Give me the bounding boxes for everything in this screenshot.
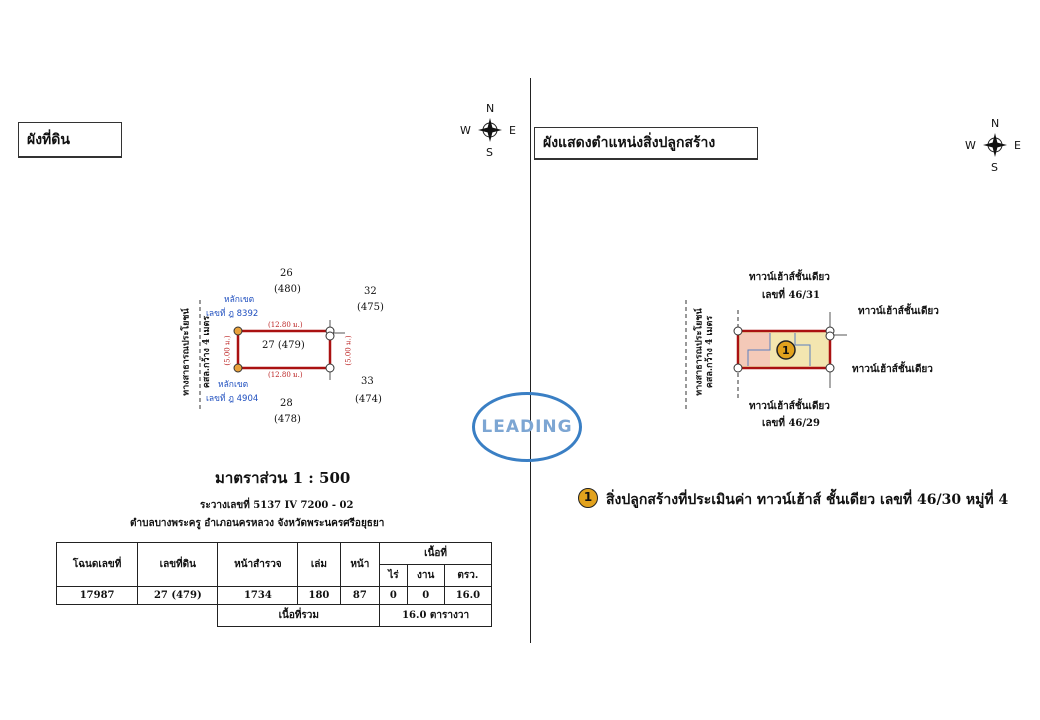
company-logo: LEADING <box>472 392 582 462</box>
compass-n: N <box>991 117 1000 130</box>
building-number: 1 <box>782 344 790 357</box>
cell: 1734 <box>217 586 299 605</box>
road-label: ทางสาธารณประโยชน์ <box>181 308 192 396</box>
sheet-number: ระวางเลขที่ 5137 IV 7200 - 02 <box>200 500 354 511</box>
neighbor-south: ทาวน์เฮ้าส์ชั้นเดียว <box>749 401 830 412</box>
neighbor-north-id: (480) <box>274 284 301 295</box>
total-label: เนื้อที่รวม <box>217 604 381 627</box>
marker-number: เลขที่ ฎ 4904 <box>206 394 259 404</box>
divider <box>530 78 531 643</box>
cell: 180 <box>297 586 341 605</box>
col-header: เลขที่ดิน <box>137 542 219 587</box>
building-plan-title: ผังแสดงตำแหน่งสิ่งปลูกสร้าง <box>534 127 758 160</box>
neighbor-ne: 32 <box>364 286 377 297</box>
compass-w: W <box>965 139 976 152</box>
boundary-marker <box>233 363 243 373</box>
compass-s: S <box>991 161 998 174</box>
compass-icon: N S E W <box>965 115 1025 175</box>
plot-number: 27 (479) <box>262 340 305 351</box>
compass-s: S <box>486 146 493 159</box>
boundary-marker <box>233 326 243 336</box>
location: ตำบลบางพระครู อำเภอนครหลวง จังหวัดพระนคร… <box>130 518 385 529</box>
col-header: เนื้อที่ <box>379 542 492 565</box>
neighbor-south-id: (478) <box>274 414 301 425</box>
neighbor-south: 28 <box>280 398 293 409</box>
logo-text: LEADING <box>481 417 573 437</box>
col-header: โฉนดเลขที่ <box>55 542 139 587</box>
dimension-right: (5.00 ม.) <box>344 335 353 366</box>
legend-marker: 1 <box>578 488 598 508</box>
plot-boundary <box>236 329 332 370</box>
col-header: หน้า <box>339 542 381 587</box>
cell: 0 <box>406 586 445 605</box>
compass-e: E <box>509 124 516 137</box>
sub-header: ไร่ <box>379 564 408 587</box>
neighbor-east-bottom: ทาวน์เฮ้าส์ชั้นเดียว <box>852 364 933 375</box>
cell: 0 <box>379 586 408 605</box>
cell: 87 <box>339 586 381 605</box>
neighbor-ne-id: (475) <box>357 302 384 313</box>
marker-label: หลักเขต <box>218 380 249 390</box>
dimension-top: (12.80 ม.) <box>268 321 303 329</box>
col-header: เล่ม <box>297 542 341 587</box>
compass-icon: N S E W <box>460 100 520 160</box>
neighbor-east-top: ทาวน์เฮ้าส์ชั้นเดียว <box>858 306 939 317</box>
marker-number: เลขที่ ฎ 8392 <box>206 309 259 319</box>
land-plot-diagram <box>199 300 345 410</box>
sub-header: ตรว. <box>443 564 493 587</box>
neighbor-north: 26 <box>280 268 293 279</box>
dimension-left: (5.00 ม.) <box>223 335 232 366</box>
building-marker <box>776 340 796 360</box>
dimension-bottom: (12.80 ม.) <box>268 371 303 379</box>
compass-e: E <box>1014 139 1021 152</box>
cell: 16.0 <box>443 586 493 605</box>
neighbor-north-number: เลขที่ 46/31 <box>762 290 820 301</box>
neighbor-se: 33 <box>361 376 374 387</box>
road-width: คสล.กว้าง 4 เมตร <box>202 315 213 389</box>
sub-header: งาน <box>406 564 445 587</box>
col-header: หน้าสำรวจ <box>217 542 299 587</box>
neighbor-se-id: (474) <box>355 394 382 405</box>
road-width: คสล.กว้าง 4 เมตร <box>705 315 716 389</box>
compass-w: W <box>460 124 471 137</box>
building-diagram <box>685 300 847 410</box>
scale-label: มาตราส่วน 1 : 500 <box>215 469 351 487</box>
legend-text: สิ่งปลูกสร้างที่ประเมินค่า ทาวน์เฮ้าส์ ช… <box>606 492 1009 508</box>
marker-label: หลักเขต <box>224 295 255 305</box>
land-plan-title: ผังที่ดิน <box>18 122 122 158</box>
neighbor-north: ทาวน์เฮ้าส์ชั้นเดียว <box>749 272 830 283</box>
neighbor-south-number: เลขที่ 46/29 <box>762 418 820 429</box>
cell: 17987 <box>55 586 139 605</box>
land-table: โฉนดเลขที่เลขที่ดินหน้าสำรวจเล่มหน้าเนื้… <box>55 542 493 627</box>
total-value: 16.0 ตารางวา <box>379 604 492 627</box>
compass-n: N <box>486 102 495 115</box>
cell: 27 (479) <box>137 586 219 605</box>
